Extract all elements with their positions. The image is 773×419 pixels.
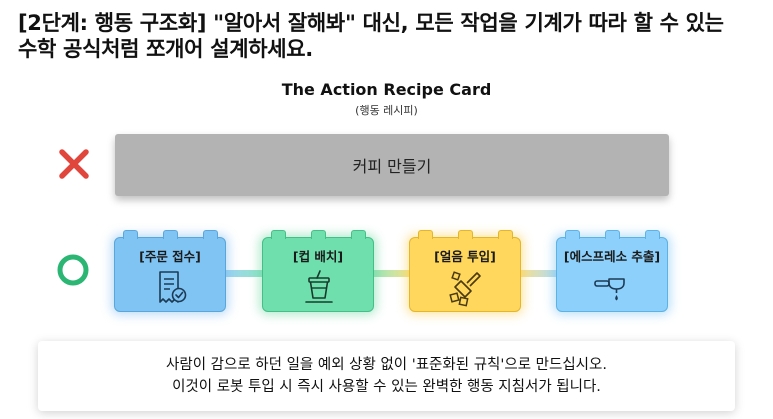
card-title: The Action Recipe Card [281,80,492,99]
summary-line-1: 사람이 감으로 하던 일을 예외 상황 없이 '표준화된 규칙'으로 만드십시오… [166,357,607,373]
step-label: [주문 접수] [139,249,201,264]
receipt-check-icon [159,271,187,303]
headline-line-1: [2단계: 행동 구조화] "알아서 잘해봐" 대신, 모든 작업을 기계가 따… [18,11,724,35]
step-block-order: [주문 접수] [114,230,226,312]
x-mark-icon [59,149,89,179]
step-block-ice: [얼음 투입] [409,230,521,312]
card-subtitle: (행동 레시피) [355,104,418,117]
ice-scoop-icon [449,271,481,307]
summary-line-2: 이것이 로봇 투입 시 즉시 사용할 수 있는 완벽한 행동 지침서가 됩니다. [172,379,601,395]
connector-line [369,270,415,277]
connector-line [222,270,268,277]
o-mark-icon [57,254,89,286]
espresso-portafilter-icon [594,278,625,301]
wrong-example-bar: 커피 만들기 [115,134,669,196]
headline-line-2: 수학 공식처럼 쪼개어 설계하세요. [18,37,313,61]
summary-note: 사람이 감으로 하던 일을 예외 상황 없이 '표준화된 규칙'으로 만드십시오… [38,341,735,411]
wrong-example-label: 커피 만들기 [352,157,432,176]
step-label: [얼음 투입] [434,249,496,264]
step-block-espresso: [에스프레소 추출] [556,230,668,312]
headline: [2단계: 행동 구조화] "알아서 잘해봐" 대신, 모든 작업을 기계가 따… [18,10,758,62]
step-label: [에스프레소 추출] [563,249,661,264]
step-label: [컵 배치] [292,249,344,264]
coffee-cup-icon [305,270,333,303]
step-block-cup: [컵 배치] [262,230,374,312]
connector-line [516,270,562,277]
